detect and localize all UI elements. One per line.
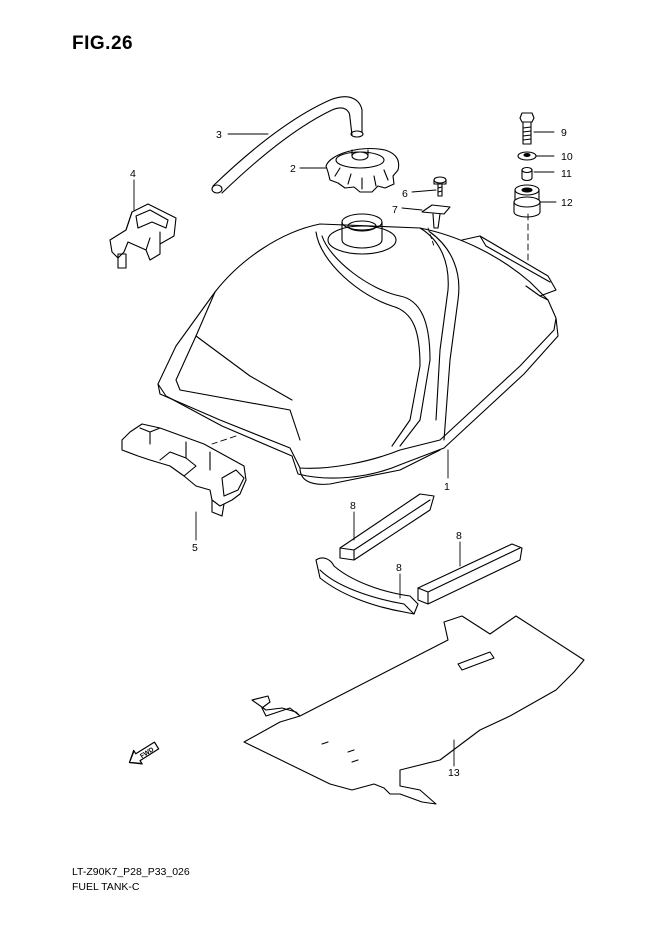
- screw-part-6[interactable]: [433, 176, 447, 197]
- fuel-hose-part[interactable]: [211, 96, 364, 194]
- pad-part-8-right[interactable]: [417, 543, 523, 605]
- callout-12: 12: [561, 197, 573, 209]
- callout-5: 5: [192, 542, 198, 554]
- callout-8-upper: 8: [350, 500, 356, 512]
- callout-8-right: 8: [456, 530, 462, 542]
- callout-10: 10: [561, 151, 573, 163]
- callout-13: 13: [448, 767, 460, 779]
- model-code: LT-Z90K7_P28_P33_026: [72, 866, 190, 878]
- figure-title: FIG.26: [72, 33, 134, 54]
- callout-8-left: 8: [396, 562, 402, 574]
- guard-plate-part-13[interactable]: [243, 615, 585, 805]
- bracket-part-4[interactable]: [109, 203, 177, 269]
- fuel-cap-part[interactable]: [325, 148, 400, 193]
- callout-1: 1: [444, 481, 450, 493]
- part-group-name: FUEL TANK-C: [72, 881, 140, 893]
- callout-7: 7: [392, 204, 398, 216]
- callout-11: 11: [561, 168, 572, 180]
- callout-2: 2: [290, 163, 296, 175]
- pad-part-8-left[interactable]: [315, 557, 419, 615]
- bolt-part-9[interactable]: [519, 112, 535, 145]
- leader-lines: [133, 131, 557, 767]
- collar-part-11[interactable]: [521, 166, 533, 182]
- washer-part-10[interactable]: [517, 151, 537, 161]
- callout-6: 6: [402, 188, 408, 200]
- bracket-part-5[interactable]: [121, 423, 247, 517]
- callout-labels: 3 2 4 6 7 9 10 11 12 1 5 8 8 8 13: [130, 127, 573, 779]
- cushion-part-12[interactable]: [513, 184, 541, 218]
- fwd-arrow-icon: FWD: [128, 741, 160, 765]
- callout-4: 4: [130, 168, 136, 180]
- pad-part-8-upper[interactable]: [339, 493, 435, 561]
- callout-3: 3: [216, 129, 222, 141]
- callout-9: 9: [561, 127, 567, 139]
- fuel-tank-part[interactable]: [157, 213, 559, 485]
- clamp-part-7[interactable]: [421, 204, 451, 229]
